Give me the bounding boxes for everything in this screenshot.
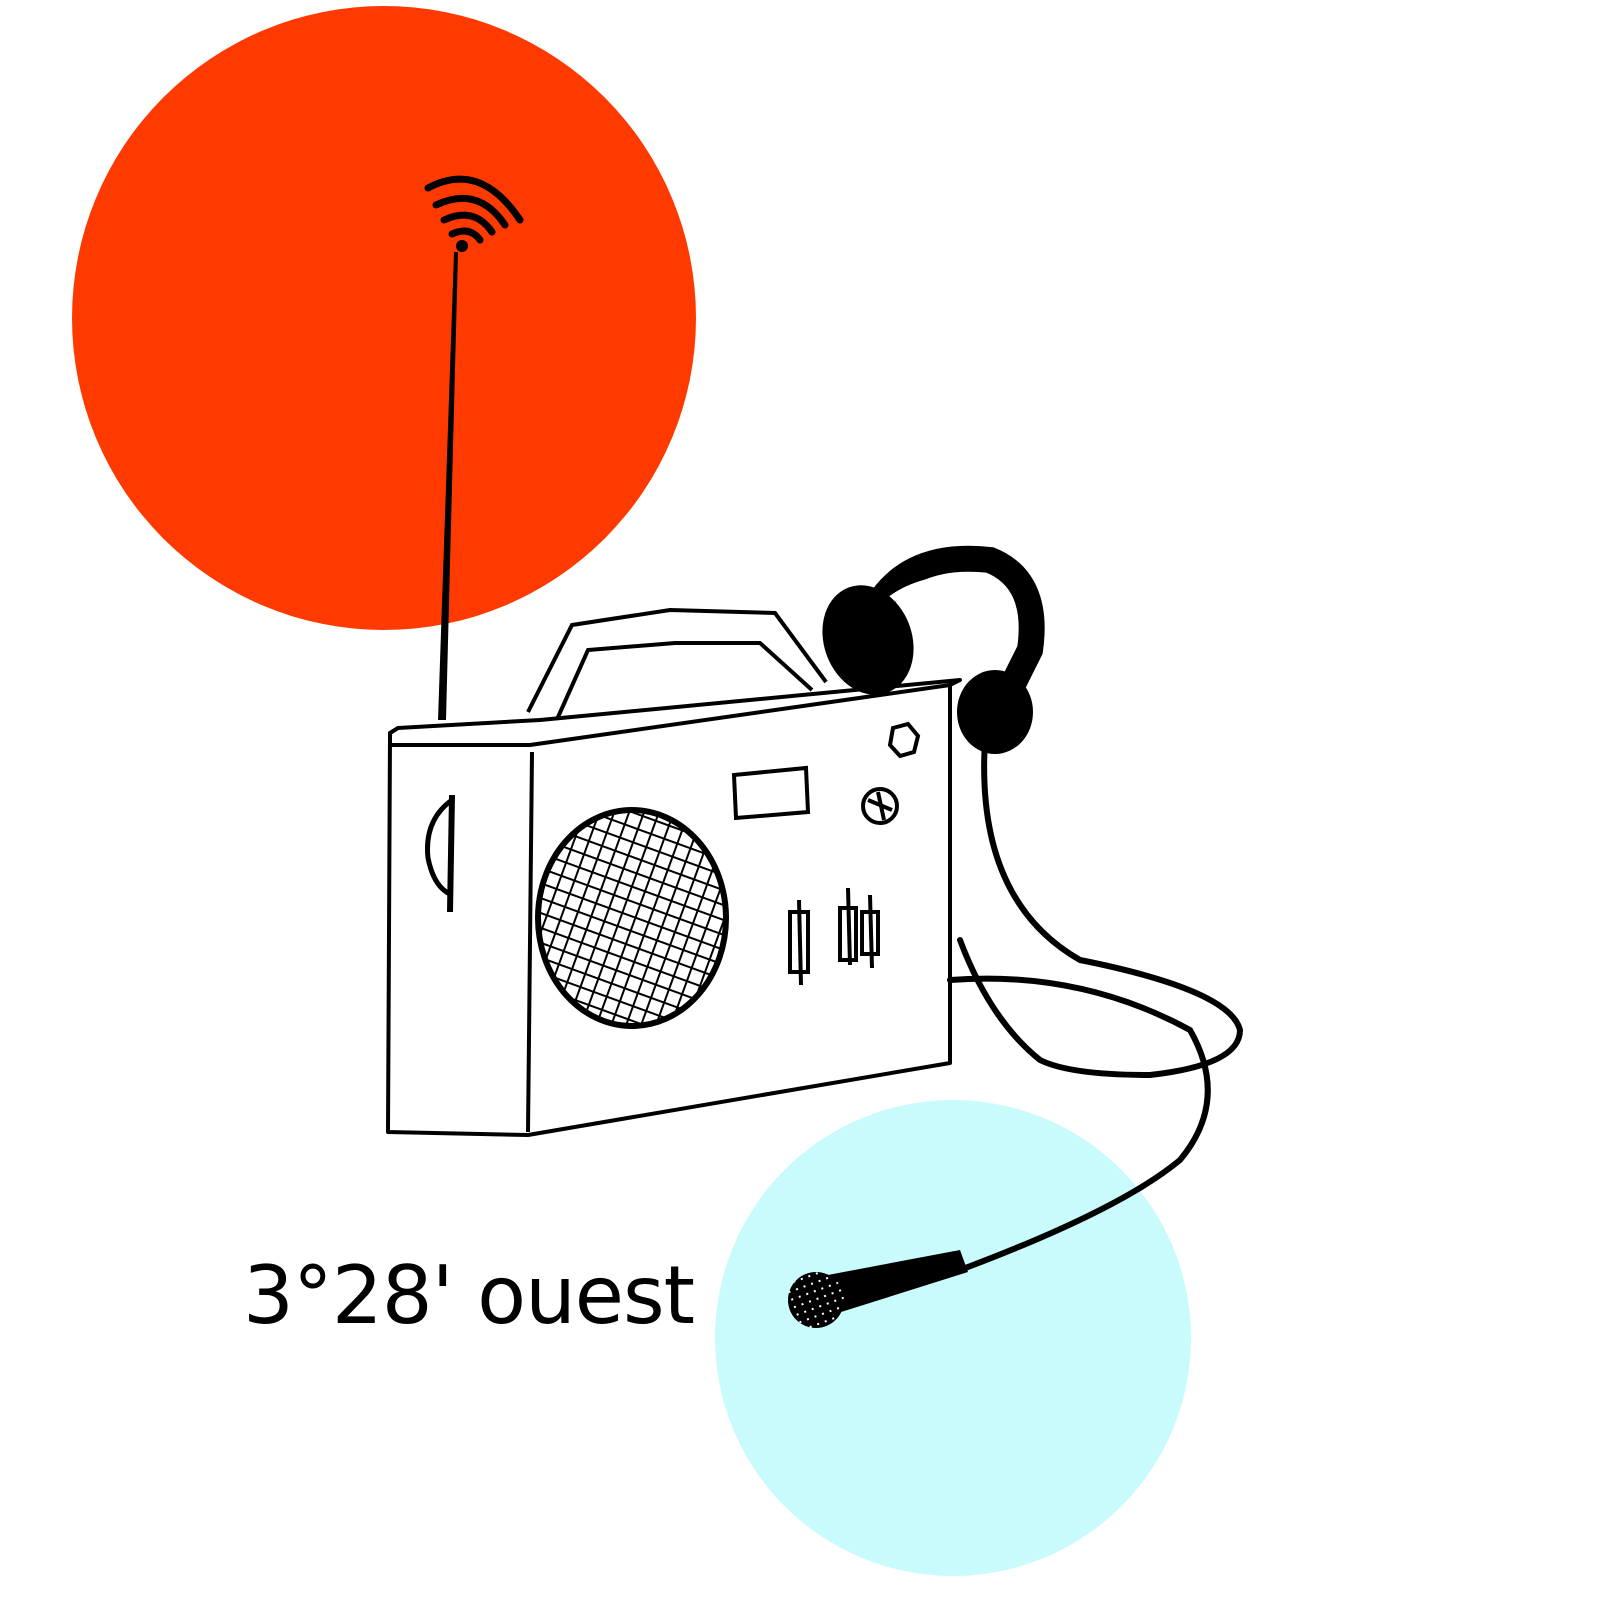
radio-edge xyxy=(526,751,534,1133)
red-circle xyxy=(72,6,696,630)
side-dial-edge xyxy=(447,794,455,913)
caption-text: 3°28' ouest xyxy=(243,1249,695,1342)
signal-waves-icon xyxy=(424,175,524,244)
microphone-icon xyxy=(788,1250,968,1328)
side-dial xyxy=(425,797,454,898)
speaker-grille xyxy=(535,807,729,1029)
antenna-tip xyxy=(456,240,468,252)
radio-handle xyxy=(526,607,828,736)
knob-middle xyxy=(861,787,899,825)
sliders xyxy=(788,887,880,986)
knob-top xyxy=(887,721,921,759)
display-window xyxy=(731,765,811,821)
antenna xyxy=(438,252,458,720)
cyan-circle xyxy=(715,1100,1191,1576)
cable xyxy=(947,737,1244,1273)
headphones xyxy=(822,545,1045,754)
